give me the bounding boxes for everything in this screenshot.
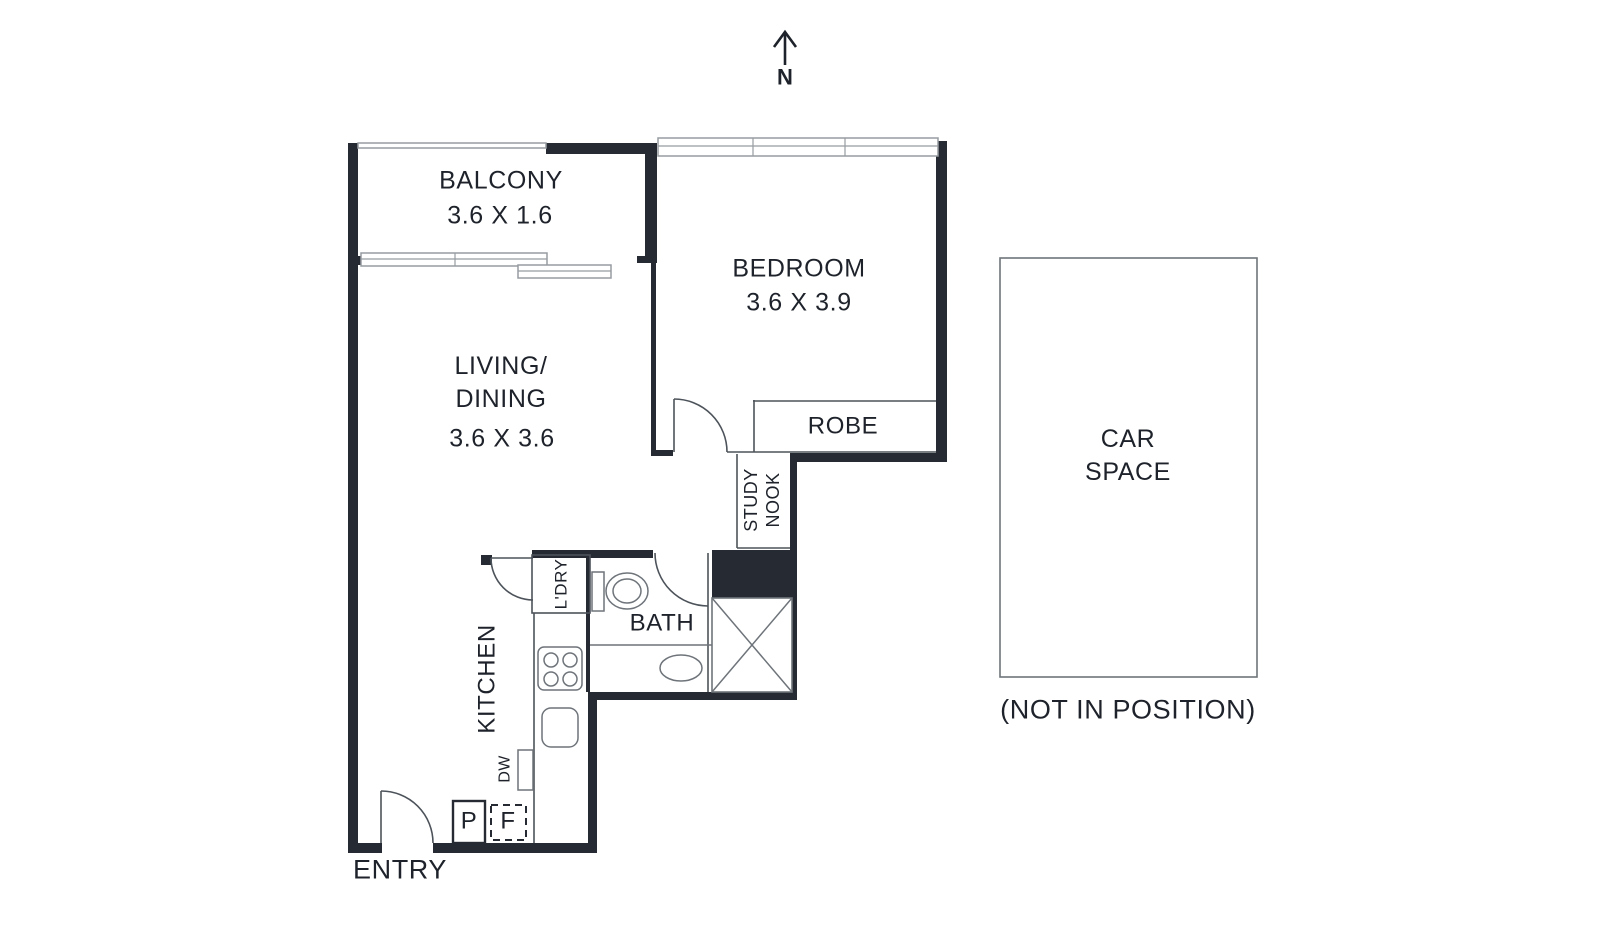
wall-kitchen-door-stub [481, 555, 492, 565]
north-arrow-icon [772, 29, 798, 65]
wall-bath-left [586, 552, 590, 692]
study-nook-label-line2: NOOK [763, 472, 783, 528]
toilet-bowl-icon [605, 572, 649, 610]
bath-door-arc-icon [654, 552, 709, 607]
wall-bottom-left-of-entry [348, 843, 382, 853]
burner-icon [562, 671, 578, 687]
study-nook-label: STUDY NOOK [740, 468, 784, 532]
wall-divider-foot [637, 256, 657, 263]
balcony-dims: 3.6 X 1.6 [447, 201, 553, 230]
joinery [531, 400, 936, 843]
wall-balcony-bedroom-divider [645, 143, 657, 258]
wall-bath-bottom [588, 692, 797, 700]
duct-solid-block [712, 550, 792, 598]
pantry-box [451, 799, 487, 845]
wall-kitchen-top [532, 550, 653, 558]
bedroom-window [657, 137, 939, 157]
living-dining-dims: 3.6 X 3.6 [449, 424, 555, 453]
bath-label: BATH [629, 609, 695, 637]
laundry-box [531, 554, 591, 614]
laundry-label: L'DRY [551, 558, 571, 610]
wall-bedroom-left [651, 258, 656, 455]
fridge-label: F [500, 807, 516, 835]
doors [380, 398, 728, 844]
entry-door-arc-icon [380, 790, 434, 844]
dishwasher-label: DW [496, 755, 514, 783]
living-dining-label: LIVING/ DINING [454, 350, 547, 416]
cooktop-icon [537, 646, 583, 691]
north-label: N [777, 64, 793, 90]
wall-top-black [546, 143, 657, 154]
wall-bedroom-bottom-piece [651, 450, 673, 456]
study-nook-label-line1: STUDY [741, 468, 761, 532]
toilet-tank-icon [591, 571, 605, 612]
car-space-label: CAR SPACE [1085, 423, 1171, 489]
robe-label: ROBE [807, 412, 879, 440]
burner-icon [543, 652, 559, 668]
wall-robe-bottom [790, 453, 947, 462]
kitchen-door-arc-icon [490, 557, 534, 601]
toilet-bowl-inner-icon [612, 578, 642, 604]
entry-label: ENTRY [352, 854, 448, 885]
wall-bedroom-right [936, 141, 947, 462]
burner-icon [543, 671, 559, 687]
wall-kitchen-right [588, 695, 597, 853]
north-arrow-head [772, 29, 798, 48]
kitchen-label: KITCHEN [473, 624, 501, 734]
dishwasher-box [517, 749, 534, 791]
living-dining-label-line1: LIVING/ [454, 352, 548, 380]
fixtures [451, 571, 703, 845]
walls [348, 141, 947, 853]
cross-box-diagonal-2 [711, 597, 793, 693]
car-space-note: (NOT IN POSITION) [1000, 694, 1256, 725]
burner-icon [562, 652, 578, 668]
living-dining-label-line2: DINING [455, 385, 547, 413]
car-space-label-line1: CAR [1100, 425, 1156, 453]
basin-icon [659, 654, 703, 682]
bedroom-door-arc-icon [673, 398, 728, 453]
car-space-outline [999, 257, 1258, 678]
pantry-label: P [460, 807, 478, 835]
balcony-label: BALCONY [439, 166, 563, 195]
glazing [357, 137, 939, 279]
wall-left [348, 143, 358, 853]
fridge-box [490, 804, 527, 841]
wall-right-mid [790, 453, 797, 700]
bedroom-dims: 3.6 X 3.9 [746, 288, 852, 317]
balcony-balustrade [357, 142, 547, 149]
wall-bottom-right-of-entry [433, 843, 597, 853]
sink-icon [541, 707, 579, 748]
car-space-label-line2: SPACE [1085, 458, 1171, 486]
bedroom-label: BEDROOM [732, 254, 866, 283]
